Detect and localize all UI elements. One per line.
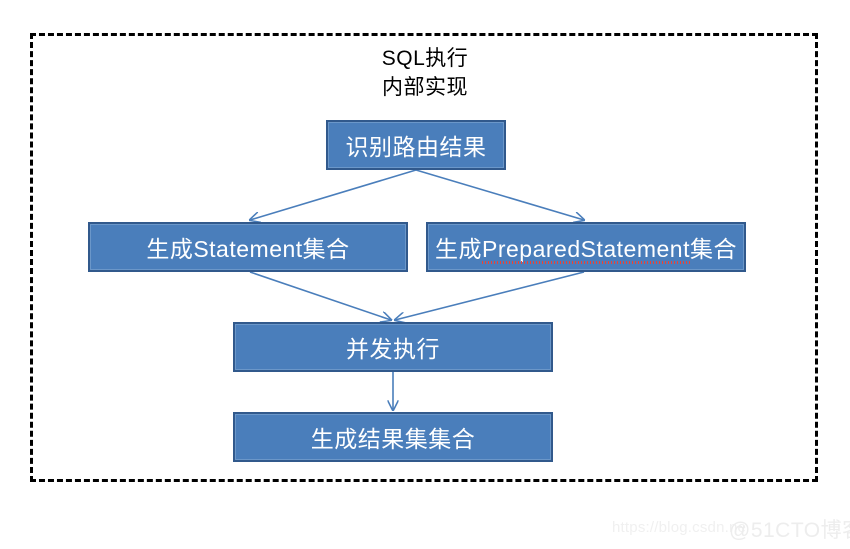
sql-execution-group-frame: [30, 33, 818, 482]
node-label-prefix: 生成: [146, 236, 194, 262]
node-generate-statement-set[interactable]: 生成Statement集合: [88, 222, 408, 272]
51cto-watermark: @51CTO博客: [729, 519, 850, 542]
node-label-prefix: 生成: [435, 236, 483, 262]
node-label: 并发执行: [346, 336, 440, 362]
node-label: 生成Statement集合: [146, 230, 349, 264]
node-label: 生成PreparedStatement集合: [435, 230, 737, 264]
node-label: 生成结果集集合: [310, 426, 476, 452]
node-recognize-route-result[interactable]: 识别路由结果: [326, 120, 506, 170]
node-label-suffix: 集合: [302, 236, 350, 262]
diagram-title: SQL执行 内部实现: [381, 47, 469, 99]
node-concurrent-execution[interactable]: 并发执行: [233, 322, 553, 372]
node-generate-resultset-collection[interactable]: 生成结果集集合: [233, 412, 553, 462]
node-label-code-misspelled: PreparedStatement: [482, 236, 690, 264]
node-label-code: Statement: [193, 236, 303, 262]
csdn-watermark: https://blog.csdn.ne: [612, 519, 747, 536]
node-label-suffix: 集合: [689, 236, 737, 262]
node-generate-preparedstatement-set[interactable]: 生成PreparedStatement集合: [426, 222, 746, 272]
node-label: 识别路由结果: [345, 134, 487, 160]
